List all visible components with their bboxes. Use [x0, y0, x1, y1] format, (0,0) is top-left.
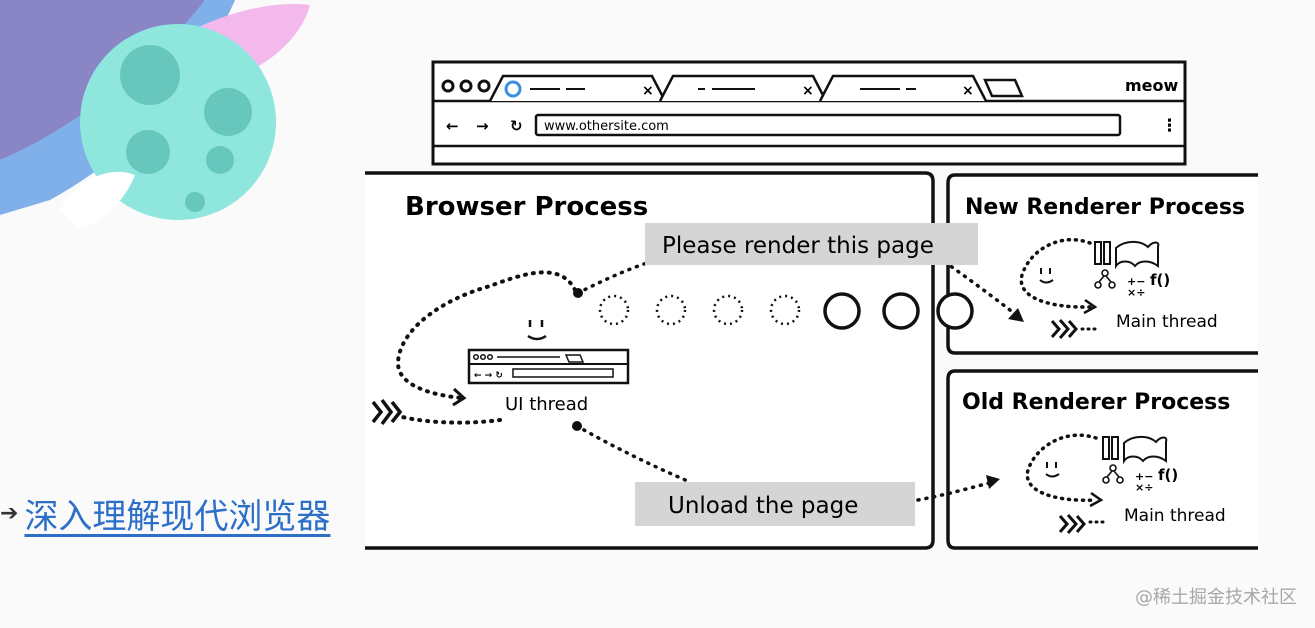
tab-3[interactable]: ×: [818, 74, 988, 102]
smiley-icon: [527, 320, 547, 341]
ui-thread-label: UI thread: [505, 394, 588, 415]
unload-message-path: [572, 421, 1000, 502]
mini-browser-icon: ← → ↻: [467, 348, 630, 385]
old-renderer-title: Old Renderer Process: [962, 390, 1230, 415]
tab-1[interactable]: ×: [488, 74, 667, 102]
chevrons-icon: [1050, 319, 1078, 339]
back-icon[interactable]: ←: [446, 117, 459, 135]
main-thread-label-old: Main thread: [1124, 506, 1226, 526]
svg-text:×÷: ×÷: [1135, 481, 1153, 494]
render-message-text: Please render this page: [662, 233, 934, 259]
svg-text:+−: +−: [1135, 470, 1153, 483]
chevrons-icon: [371, 398, 403, 426]
window-controls: [441, 79, 491, 93]
reload-icon[interactable]: ↻: [510, 117, 523, 135]
chevrons-icon: [1058, 514, 1086, 534]
svg-text:← → ↻: ← → ↻: [474, 371, 503, 381]
tab-2[interactable]: ×: [658, 74, 828, 102]
menu-icon[interactable]: ⋮: [1161, 116, 1178, 136]
loading-icon: [504, 80, 522, 98]
browser-brand: meow: [1125, 76, 1179, 95]
new-tab-button[interactable]: [983, 78, 1024, 98]
new-renderer-title: New Renderer Process: [965, 195, 1245, 220]
browser-window: × × × meow ← → ↻ www.othersite.com ⋮: [431, 60, 1187, 166]
address-bar[interactable]: [534, 113, 1122, 137]
render-message-path: [573, 260, 1024, 322]
svg-text:f(): f(): [1150, 271, 1170, 289]
article-link[interactable]: 深入理解现代浏览器: [24, 496, 331, 537]
article-link-row: ➔ 深入理解现代浏览器: [0, 488, 330, 538]
moon-illustration: [0, 0, 310, 230]
ui-thread-figure: ← → ↻ UI thread: [371, 270, 630, 426]
browser-process-title: Browser Process: [405, 192, 648, 222]
svg-text:×÷: ×÷: [1127, 286, 1145, 299]
old-main-thread-figure: +− ×÷ f() Main thread: [1025, 433, 1226, 534]
svg-text:f(): f(): [1158, 466, 1178, 484]
ipc-messages: [598, 292, 974, 330]
main-thread-label-new: Main thread: [1116, 312, 1218, 332]
tools-icon: +− ×÷ f(): [1102, 435, 1178, 494]
browser-process-box: Browser Process: [365, 171, 935, 550]
forward-icon[interactable]: →: [476, 117, 489, 135]
svg-text:+−: +−: [1127, 275, 1145, 288]
watermark: @稀土掘金技术社区: [1135, 587, 1297, 608]
new-main-thread-figure: +− ×÷ f() Main thread: [1019, 237, 1218, 339]
unload-message-text: Unload the page: [668, 493, 858, 519]
address-url: www.othersite.com: [544, 119, 669, 134]
arrow-right-icon: ➔: [0, 500, 19, 526]
unload-message: Unload the page: [635, 482, 915, 526]
nav-icons: ← → ↻: [446, 117, 523, 135]
close-icon[interactable]: ×: [962, 83, 974, 99]
tools-icon: +− ×÷ f(): [1094, 240, 1170, 299]
render-message: Please render this page: [645, 223, 978, 265]
close-icon[interactable]: ×: [802, 83, 814, 99]
close-icon[interactable]: ×: [642, 83, 654, 99]
